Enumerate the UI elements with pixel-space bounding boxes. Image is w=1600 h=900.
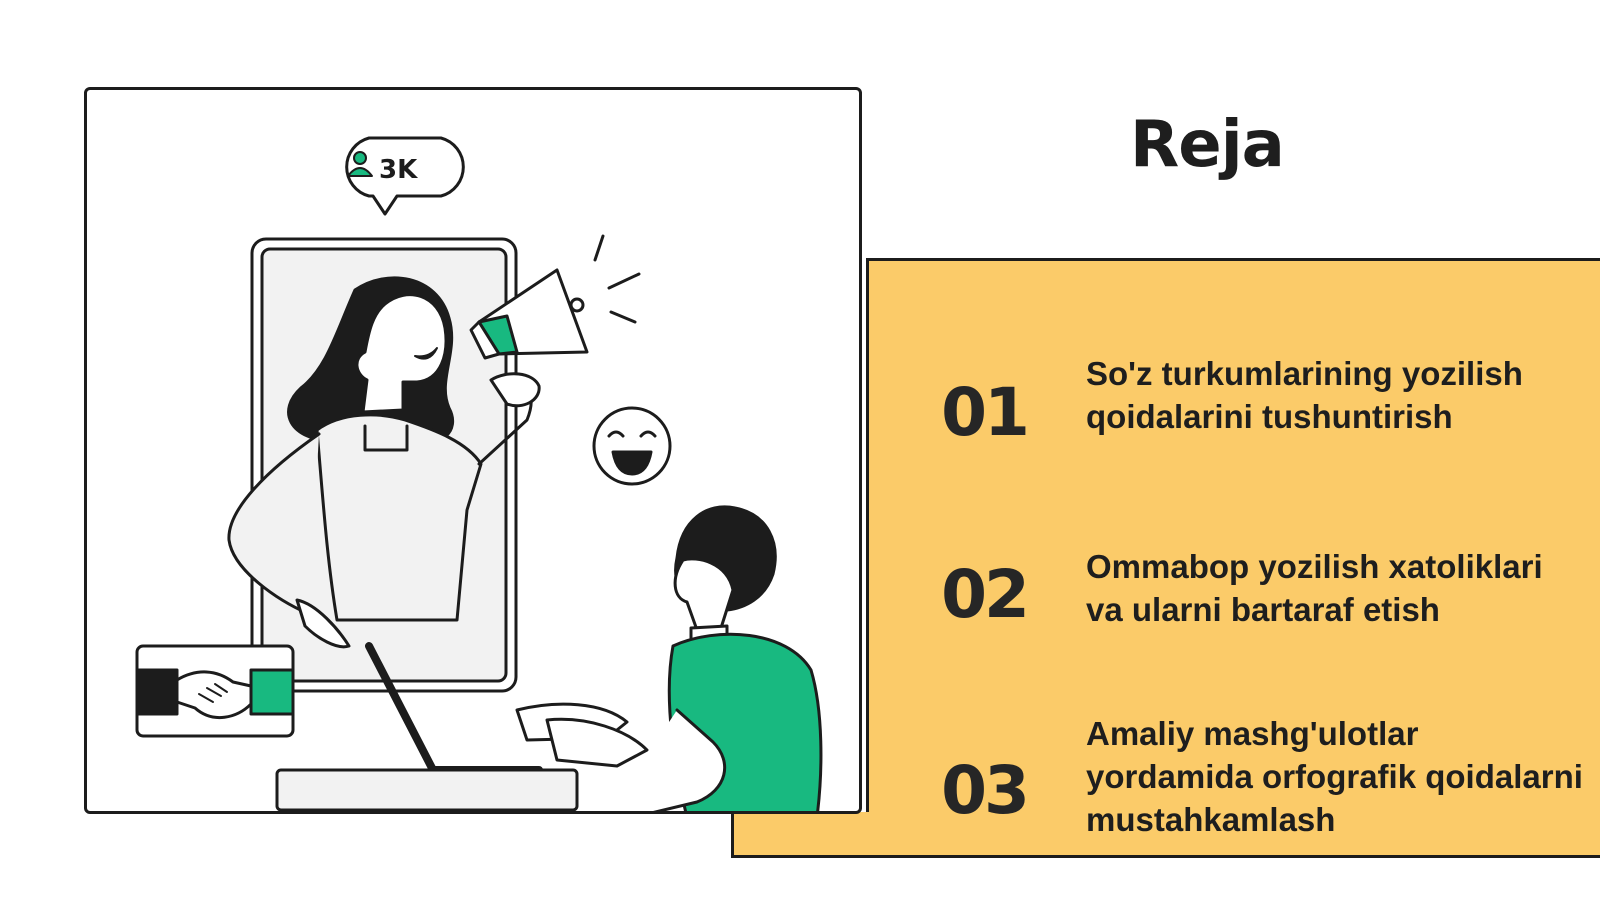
plan-item-text: Amaliy mashg'ulotlar yordamida orfografi…	[1086, 715, 1583, 838]
plan-panel-border	[731, 855, 1600, 858]
plan-item-number: 01	[941, 374, 1030, 451]
megaphone-icon	[469, 234, 641, 360]
plan-item-text: So'z turkumlarining yozilish qoidalarini…	[1086, 355, 1523, 435]
plan-item-number: 03	[941, 752, 1030, 829]
smiley-icon	[592, 406, 672, 486]
plan-item-number: 02	[941, 556, 1030, 633]
plan-item-text: Ommabop yozilish xatoliklari va ularni b…	[1086, 548, 1543, 628]
handshake-icon	[135, 644, 295, 738]
plan-panel	[866, 258, 1600, 858]
follower-badge: 3K	[345, 136, 465, 216]
slide-title: Reja	[1130, 108, 1285, 182]
laptop-icon	[275, 642, 579, 811]
marketing-illustration: 3K	[135, 136, 823, 811]
plan-panel-tab	[731, 812, 871, 858]
user-icon	[347, 151, 373, 177]
illustration-frame: 3K	[84, 87, 862, 814]
follower-count: 3K	[379, 155, 418, 185]
